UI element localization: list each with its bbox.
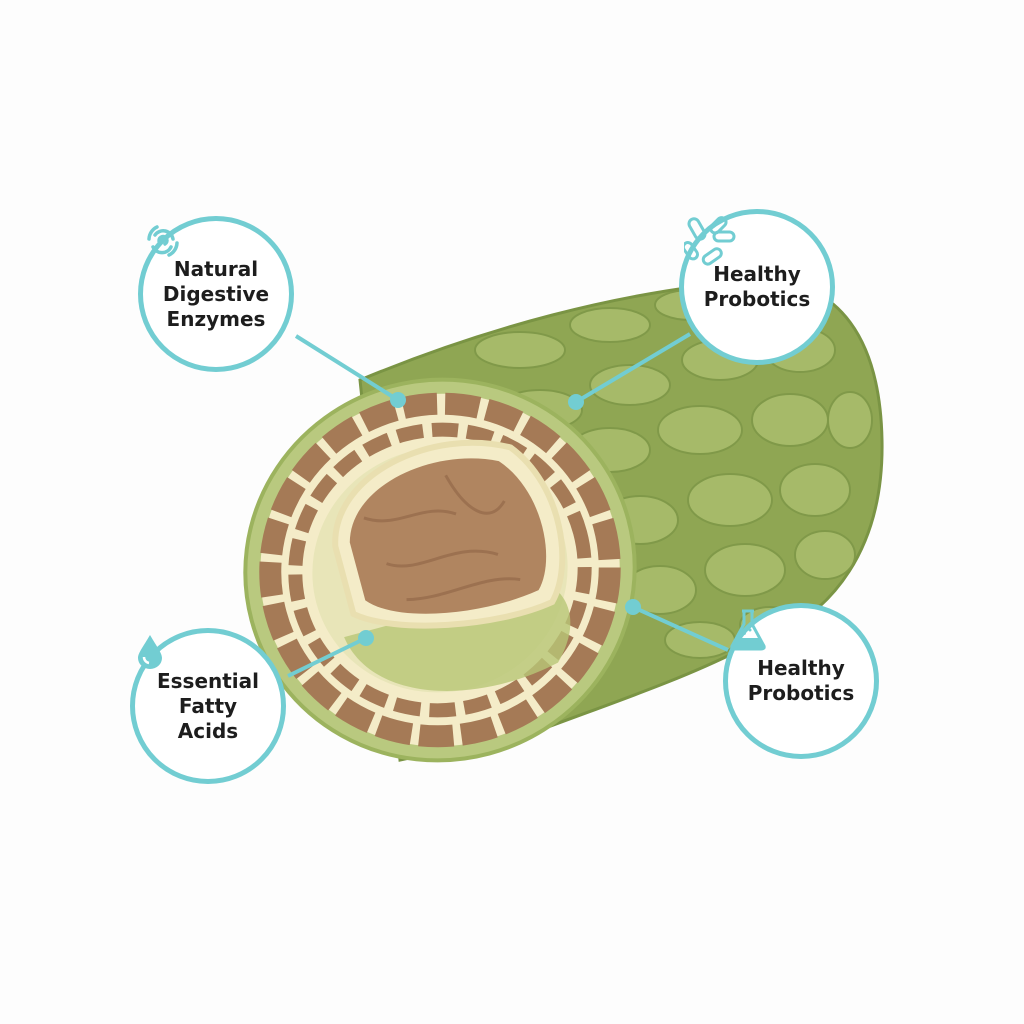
callout-healthy-probiotics-bottom: Healthy Probotics <box>723 603 879 759</box>
callout-label: Healthy Probotics <box>747 656 855 705</box>
flask-icon <box>730 609 766 651</box>
bacteria-icon <box>684 216 736 266</box>
callout-natural-digestive-enzymes: Natural Digestive Enzymes <box>138 216 294 372</box>
callout-label: Natural Digestive Enzymes <box>162 256 270 331</box>
connector-lines <box>287 332 729 678</box>
lumen <box>349 458 547 614</box>
cross-section <box>243 377 637 763</box>
callout-label: Healthy Probotics <box>703 262 811 311</box>
callout-label: Essential Fatty Acids <box>156 668 260 743</box>
callout-essential-fatty-acids: Essential Fatty Acids <box>130 628 286 784</box>
callout-healthy-probiotics-top: Healthy Probotics <box>679 209 835 365</box>
droplet-icon <box>138 635 162 669</box>
spiral-icon <box>147 225 179 257</box>
connector-dots <box>358 392 641 646</box>
